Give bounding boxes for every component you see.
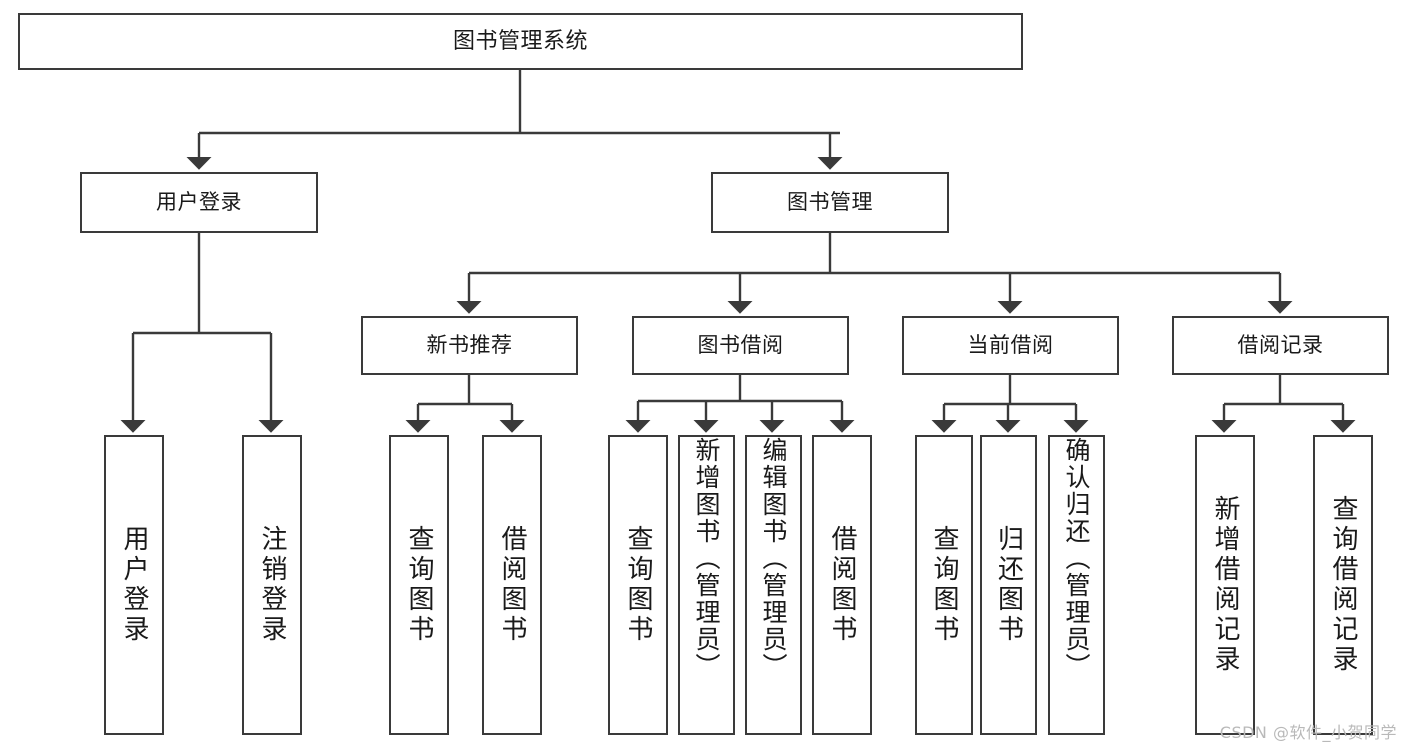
node-label: 归还图书 xyxy=(993,525,1024,645)
node-label: 新增图书（管理员） xyxy=(692,437,721,680)
node-leaf-query-book-1[interactable]: 查询图书 xyxy=(389,435,449,735)
node-label: 查询借阅记录 xyxy=(1328,495,1358,675)
node-label: 用户登录 xyxy=(119,525,149,645)
node-label: 图书管理系统 xyxy=(452,28,588,54)
node-leaf-borrow-book-2[interactable]: 借阅图书 xyxy=(812,435,872,735)
node-label: 注销登录 xyxy=(257,525,287,645)
node-leaf-return-book[interactable]: 归还图书 xyxy=(980,435,1037,735)
node-label: 确认归还（管理员） xyxy=(1062,437,1091,680)
node-book-management[interactable]: 图书管理 xyxy=(711,172,949,233)
node-label: 查询图书 xyxy=(623,525,653,645)
node-leaf-borrow-book-1[interactable]: 借阅图书 xyxy=(482,435,542,735)
node-label: 新增借阅记录 xyxy=(1210,495,1240,675)
node-label: 查询图书 xyxy=(404,525,434,645)
node-new-book-recommendation[interactable]: 新书推荐 xyxy=(361,316,578,375)
node-label: 借阅记录 xyxy=(1237,333,1324,358)
node-leaf-edit-book-admin[interactable]: 编辑图书（管理员） xyxy=(745,435,802,735)
node-leaf-user-login[interactable]: 用户登录 xyxy=(104,435,164,735)
node-borrowing-record[interactable]: 借阅记录 xyxy=(1172,316,1389,375)
node-root-book-management-system[interactable]: 图书管理系统 xyxy=(18,13,1023,70)
node-user-login[interactable]: 用户登录 xyxy=(80,172,318,233)
node-label: 编辑图书（管理员） xyxy=(759,437,788,680)
node-leaf-query-book-2[interactable]: 查询图书 xyxy=(608,435,668,735)
node-label: 当前借阅 xyxy=(967,333,1054,358)
watermark: CSDN @软件_小贺同学 xyxy=(1219,723,1397,742)
node-leaf-query-book-3[interactable]: 查询图书 xyxy=(915,435,973,735)
node-leaf-add-borrow-record[interactable]: 新增借阅记录 xyxy=(1195,435,1255,735)
node-label: 新书推荐 xyxy=(426,333,513,358)
node-label: 借阅图书 xyxy=(827,525,857,645)
node-label: 用户登录 xyxy=(156,190,242,215)
node-label: 图书管理 xyxy=(787,190,873,215)
node-book-borrowing[interactable]: 图书借阅 xyxy=(632,316,849,375)
node-current-borrowing[interactable]: 当前借阅 xyxy=(902,316,1119,375)
node-label: 图书借阅 xyxy=(697,333,784,358)
node-leaf-query-borrow-record[interactable]: 查询借阅记录 xyxy=(1313,435,1373,735)
node-label: 借阅图书 xyxy=(497,525,527,645)
node-label: 查询图书 xyxy=(929,525,959,645)
node-leaf-confirm-return-admin[interactable]: 确认归还（管理员） xyxy=(1048,435,1105,735)
node-leaf-add-book-admin[interactable]: 新增图书（管理员） xyxy=(678,435,735,735)
node-leaf-logout[interactable]: 注销登录 xyxy=(242,435,302,735)
